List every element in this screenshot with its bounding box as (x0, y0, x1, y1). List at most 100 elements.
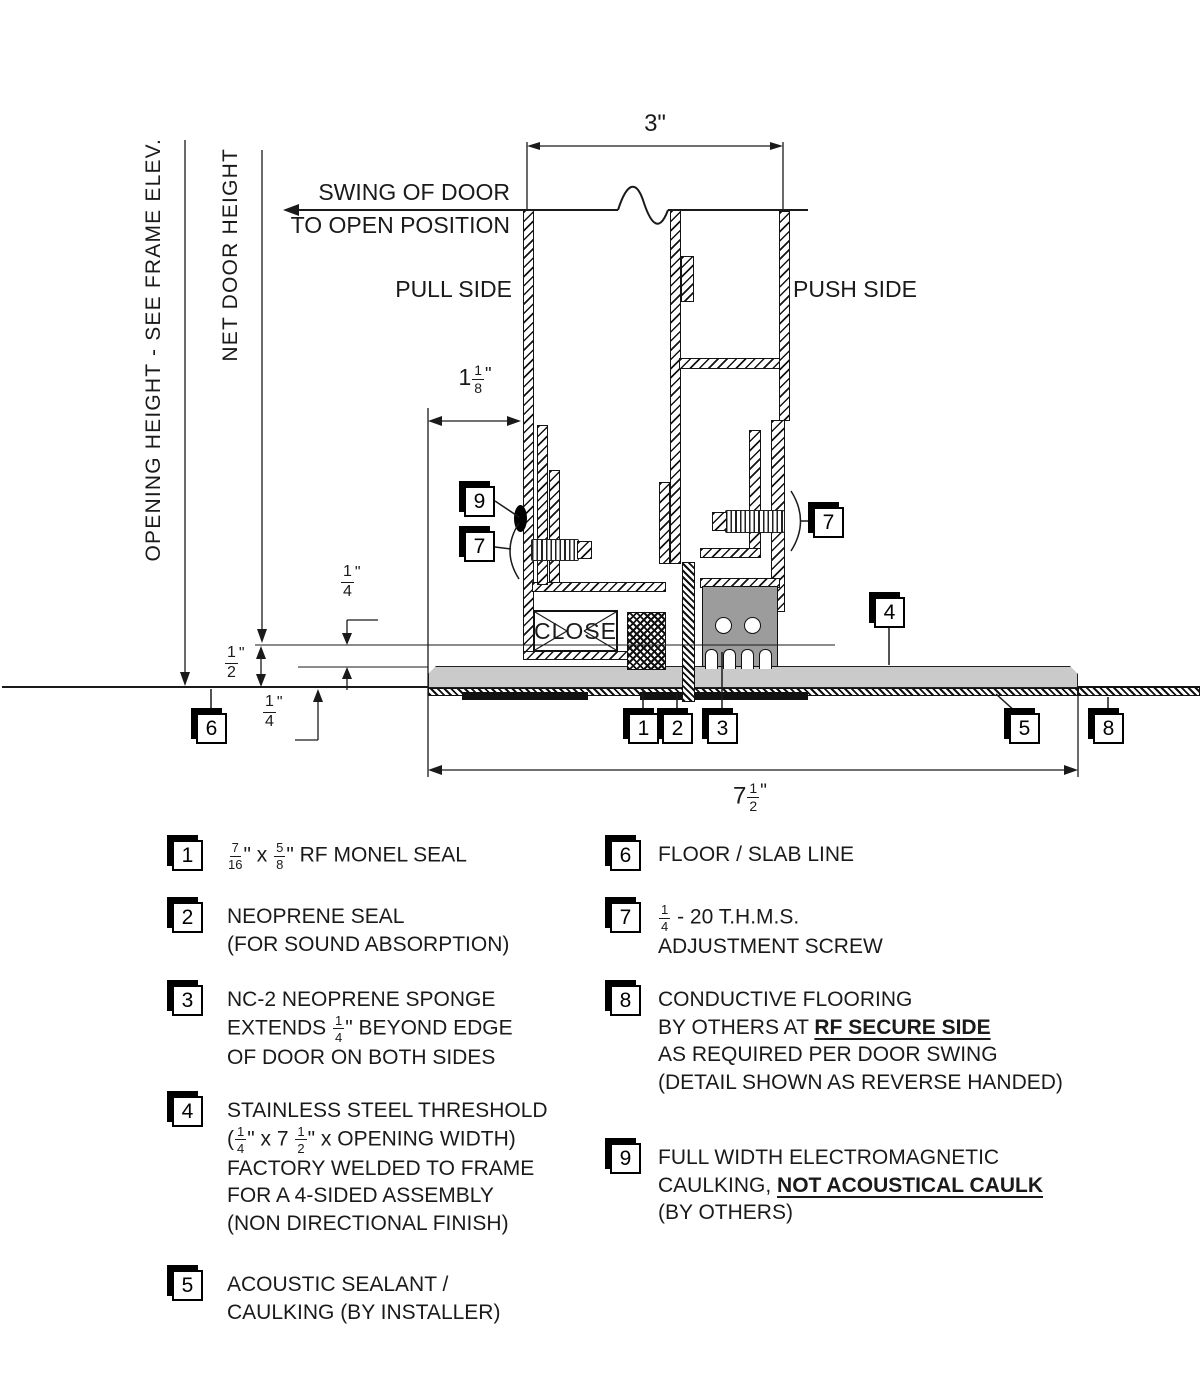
adjustment-screw-left-head (577, 541, 592, 559)
legend-line: (BY OTHERS) (658, 1199, 1043, 1227)
sponge-finger-notch (759, 649, 772, 669)
legend-segment: " RF MONEL SEAL (286, 843, 467, 867)
legend-line: CAULKING, NOT ACOUSTICAL CAULK (658, 1172, 1043, 1200)
legend-segment: NC-2 NEOPRENE SPONGE (227, 988, 496, 1011)
stainless-steel-threshold (428, 666, 1078, 688)
legend-segment: " BEYOND EDGE (345, 1016, 513, 1040)
legend-segment: " x OPENING WIDTH) (307, 1127, 516, 1151)
legend-line: FOR A 4-SIDED ASSEMBLY (227, 1182, 548, 1210)
callout-6: 6 (196, 713, 227, 744)
net-door-height-label: NET DOOR HEIGHT (219, 148, 242, 362)
legend-segment: ( (227, 1127, 234, 1151)
legend-segment: AS REQUIRED PER DOOR SWING (658, 1043, 998, 1066)
legend-segment: (BY OTHERS) (658, 1201, 793, 1224)
legend-text-9: FULL WIDTH ELECTROMAGNETIC CAULKING, NOT … (658, 1144, 1043, 1227)
door-bottom-plate-left (532, 582, 666, 592)
sponge-finger-notch (741, 649, 754, 669)
seal-black-bar-right (640, 692, 808, 700)
door-inner-strip-c (659, 482, 670, 564)
legend-text-2: NEOPRENE SEAL (FOR SOUND ABSORPTION) (227, 903, 509, 958)
legend-badge-4: 4 (172, 1096, 203, 1127)
legend-segment: ACOUSTIC SEALANT / (227, 1273, 449, 1296)
legend-line: FACTORY WELDED TO FRAME (227, 1155, 548, 1183)
legend-badge-5: 5 (172, 1270, 203, 1301)
callout-3: 3 (707, 713, 738, 744)
legend-line: AS REQUIRED PER DOOR SWING (658, 1041, 1063, 1069)
legend-segment: CONDUCTIVE FLOORING (658, 988, 913, 1011)
legend-line: STAINLESS STEEL THRESHOLD (227, 1097, 548, 1125)
seal-black-bar-left (462, 692, 588, 700)
legend-segment: BY OTHERS AT (658, 1015, 815, 1039)
legend-segment: CAULKING (BY INSTALLER) (227, 1300, 501, 1324)
legend-line: FLOOR / SLAB LINE (658, 841, 854, 869)
opening-height-label: OPENING HEIGHT - SEE FRAME ELEV. (142, 138, 165, 562)
legend-line: OF DOOR ON BOTH SIDES (227, 1044, 513, 1072)
legend-segment: ADJUSTMENT SCREW (658, 935, 883, 958)
legend-line: (NON DIRECTIONAL FINISH) (227, 1210, 548, 1238)
close-label: CLOSE (534, 618, 617, 644)
callout-1: 1 (628, 713, 659, 744)
callout-4: 4 (874, 597, 905, 628)
sponge-finger-notch (723, 649, 736, 669)
door-skin-middle (670, 210, 681, 564)
electromagnetic-caulking-dot (514, 505, 527, 532)
callout-5: 5 (1009, 713, 1040, 744)
rf-monel-seal (627, 612, 666, 670)
legend-segment: NEOPRENE SEAL (227, 905, 405, 928)
emphasized-text: RF SECURE SIDE (814, 1015, 991, 1039)
legend-badge-9: 9 (610, 1143, 641, 1174)
legend-line: FULL WIDTH ELECTROMAGNETIC (658, 1144, 1043, 1172)
door-internal-plate (679, 358, 780, 369)
legend-line: CONDUCTIVE FLOORING (658, 986, 1063, 1014)
screw-mount-lip (700, 548, 761, 558)
door-inner-strip-a (537, 425, 548, 585)
legend-badge-7: 7 (610, 902, 641, 933)
legend-line: ADJUSTMENT SCREW (658, 933, 883, 961)
legend-segment: " x 7 (247, 1127, 295, 1151)
legend-segment: FOR A 4-SIDED ASSEMBLY (227, 1184, 494, 1207)
neoprene-seal (682, 562, 695, 702)
legend-line: ACOUSTIC SEALANT / (227, 1271, 500, 1299)
legend-line: NC-2 NEOPRENE SPONGE (227, 986, 513, 1014)
legend-segment: FULL WIDTH ELECTROMAGNETIC (658, 1146, 1000, 1169)
conductive-flooring (1078, 686, 1200, 696)
legend-segment: (DETAIL SHOWN AS REVERSE HANDED) (658, 1070, 1063, 1094)
legend-segment: FACTORY WELDED TO FRAME (227, 1156, 535, 1180)
door-clip-detail (681, 256, 694, 302)
swing-label-line2: TO OPEN POSITION (290, 212, 510, 238)
legend-line: CAULKING (BY INSTALLER) (227, 1299, 500, 1327)
legend-line: (DETAIL SHOWN AS REVERSE HANDED) (658, 1069, 1063, 1097)
legend-segment: " x (243, 843, 274, 867)
legend-segment: (FOR SOUND ABSORPTION) (227, 932, 510, 956)
dim-3-label: 3" (644, 110, 666, 137)
legend-segment: OF DOOR ON BOTH SIDES (227, 1045, 496, 1069)
callout-7-right: 7 (813, 507, 844, 538)
legend-segment: STAINLESS STEEL THRESHOLD (227, 1099, 548, 1122)
legend-badge-2: 2 (172, 902, 203, 933)
emphasized-text: NOT ACOUSTICAL CAULK (777, 1173, 1044, 1197)
pull-side-label: PULL SIDE (395, 276, 512, 302)
legend-segment: FLOOR / SLAB LINE (658, 843, 855, 866)
legend-segment: (NON DIRECTIONAL FINISH) (227, 1211, 509, 1235)
sponge-hole (715, 617, 732, 634)
legend-line: BY OTHERS AT RF SECURE SIDE (658, 1014, 1063, 1042)
legend-text-5: ACOUSTIC SEALANT / CAULKING (BY INSTALLER… (227, 1271, 500, 1326)
callout-9: 9 (464, 486, 495, 517)
adjustment-screw-right (725, 510, 785, 533)
